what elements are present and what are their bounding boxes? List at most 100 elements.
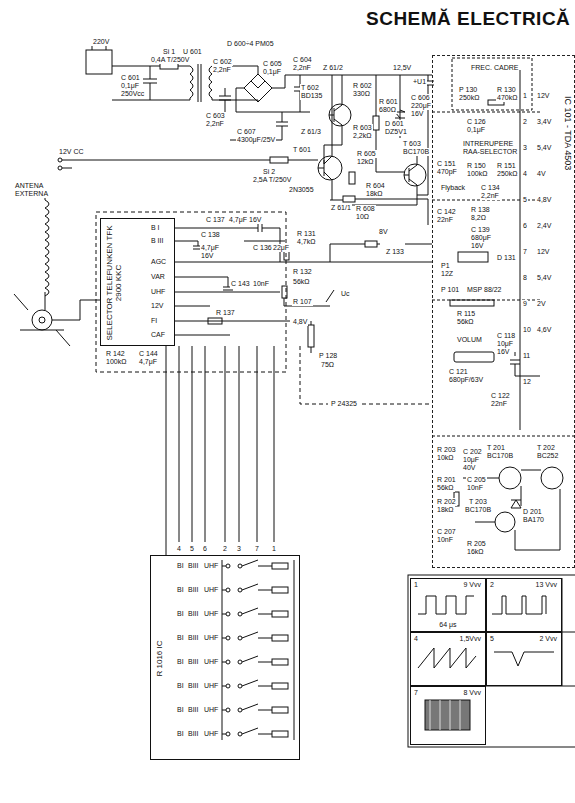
part-label: RAA-SELECTOR	[462, 148, 518, 156]
tuner-pin-wires	[175, 228, 290, 335]
switch-blade	[222, 632, 272, 638]
part-label: R 608	[355, 205, 376, 213]
part-label: 56kΩ	[436, 484, 455, 492]
switch-contact	[226, 732, 230, 736]
dashed-link	[300, 346, 432, 404]
part-label: 12kΩ	[356, 158, 375, 166]
switch-contact	[226, 588, 230, 592]
part-label: 12Z	[440, 270, 454, 278]
part-label: R 601	[378, 98, 399, 106]
part-label: C 602	[212, 58, 233, 66]
power-supply	[58, 46, 434, 225]
capacitor-symbol	[198, 224, 280, 262]
part-label: Uc	[340, 290, 351, 298]
part-label: R 130	[496, 86, 517, 94]
switch-contact	[238, 612, 242, 616]
part-label: INTRERUPERE	[462, 140, 514, 148]
part-label: 470pF	[436, 168, 458, 176]
pin-number: 9	[522, 300, 528, 308]
coil-symbol	[454, 352, 494, 362]
part-label: R 107	[292, 298, 313, 306]
pulse-wave	[492, 596, 546, 614]
part-label: UHF	[203, 634, 219, 642]
resistor-symbol	[343, 196, 355, 202]
part-label: D 601	[384, 120, 405, 128]
part-label: T 603	[402, 140, 422, 148]
part-label: BIII	[187, 634, 200, 642]
switch-wires	[179, 346, 274, 542]
part-label: BI	[176, 730, 185, 738]
resistor-symbol	[272, 659, 288, 665]
part-label: 18kΩ	[436, 506, 455, 514]
part-label: C 151	[436, 160, 457, 168]
part-label: 8V	[378, 228, 389, 236]
part-label: R 602	[352, 82, 373, 90]
switch-contact	[226, 612, 230, 616]
part-label: Z 61/3	[300, 128, 322, 136]
part-label: BC252	[536, 452, 559, 460]
potentiometer-wire	[284, 290, 334, 306]
voltage-label: 4V	[536, 170, 547, 178]
part-label: P 101	[440, 286, 460, 294]
part-label: BI	[176, 610, 185, 618]
part-label: T 201	[486, 444, 506, 452]
part-label: UHF	[203, 562, 219, 570]
part-label: 10μF	[462, 456, 480, 464]
sheet-title: SCHEMĂ ELECTRICĂ	[366, 8, 570, 30]
time-label: 64 μs	[411, 621, 485, 629]
part-label: R 202	[436, 498, 457, 506]
wire	[377, 244, 380, 245]
part-label: R 151	[496, 162, 517, 170]
part-label: 2,2nF	[480, 192, 500, 200]
part-label: 4,7μF	[138, 358, 158, 366]
part-label: 2,2nF	[292, 64, 312, 72]
part-label: 2N3055	[288, 186, 315, 194]
part-label: 220V	[92, 38, 110, 46]
part-label: C 603	[205, 112, 226, 120]
switch-contact	[226, 660, 230, 664]
transistor-symbol	[499, 467, 521, 489]
part-label: C 121	[448, 368, 469, 376]
box-title: IC 101 - TDA 4503	[563, 96, 572, 170]
part-label: 6	[202, 545, 208, 553]
part-label: 100kΩ	[466, 170, 488, 178]
part-label: C 144	[138, 350, 159, 358]
part-label: 4	[176, 545, 182, 553]
wire	[330, 199, 428, 225]
resistor-symbol	[272, 611, 288, 617]
part-label: UHF	[203, 730, 219, 738]
part-label: 10Ω	[355, 213, 370, 221]
voltage-label: 3,4V	[536, 118, 552, 126]
volume-potentiometer	[450, 300, 494, 306]
amplitude-label: 8 Vvv	[463, 689, 481, 697]
part-label: 250Vcc	[120, 90, 145, 98]
part-label: C 122	[490, 392, 511, 400]
sawtooth-wave	[418, 648, 476, 668]
transistor-symbol	[541, 467, 563, 489]
part-label: T 202	[536, 444, 556, 452]
box-title: R 1016 IC	[155, 560, 164, 757]
video-stage	[454, 467, 563, 550]
pin-number: 4	[522, 170, 528, 178]
part-label: D 600÷4 PM05	[226, 40, 275, 48]
wire	[244, 241, 285, 242]
part-label: 2,5A T/250V	[252, 176, 292, 184]
switch-contact	[238, 708, 242, 712]
part-label: 2,2kΩ	[352, 132, 372, 140]
part-label: BD135	[300, 92, 323, 100]
part-label: 2	[222, 545, 228, 553]
switch-blade	[222, 608, 272, 614]
transistor-leads	[342, 150, 417, 205]
part-label: B I	[150, 224, 161, 232]
part-label: BA170	[522, 516, 545, 524]
part-label: C 205	[466, 476, 487, 484]
part-label: T 602	[300, 84, 320, 92]
switch-contact	[238, 660, 242, 664]
part-label: 10μF	[496, 340, 514, 348]
dip-wave	[494, 652, 554, 666]
part-label: 2,2nF	[205, 120, 225, 128]
switch-contact	[238, 588, 242, 592]
part-label: 16V	[200, 252, 214, 260]
part-label: BIII	[187, 682, 200, 690]
